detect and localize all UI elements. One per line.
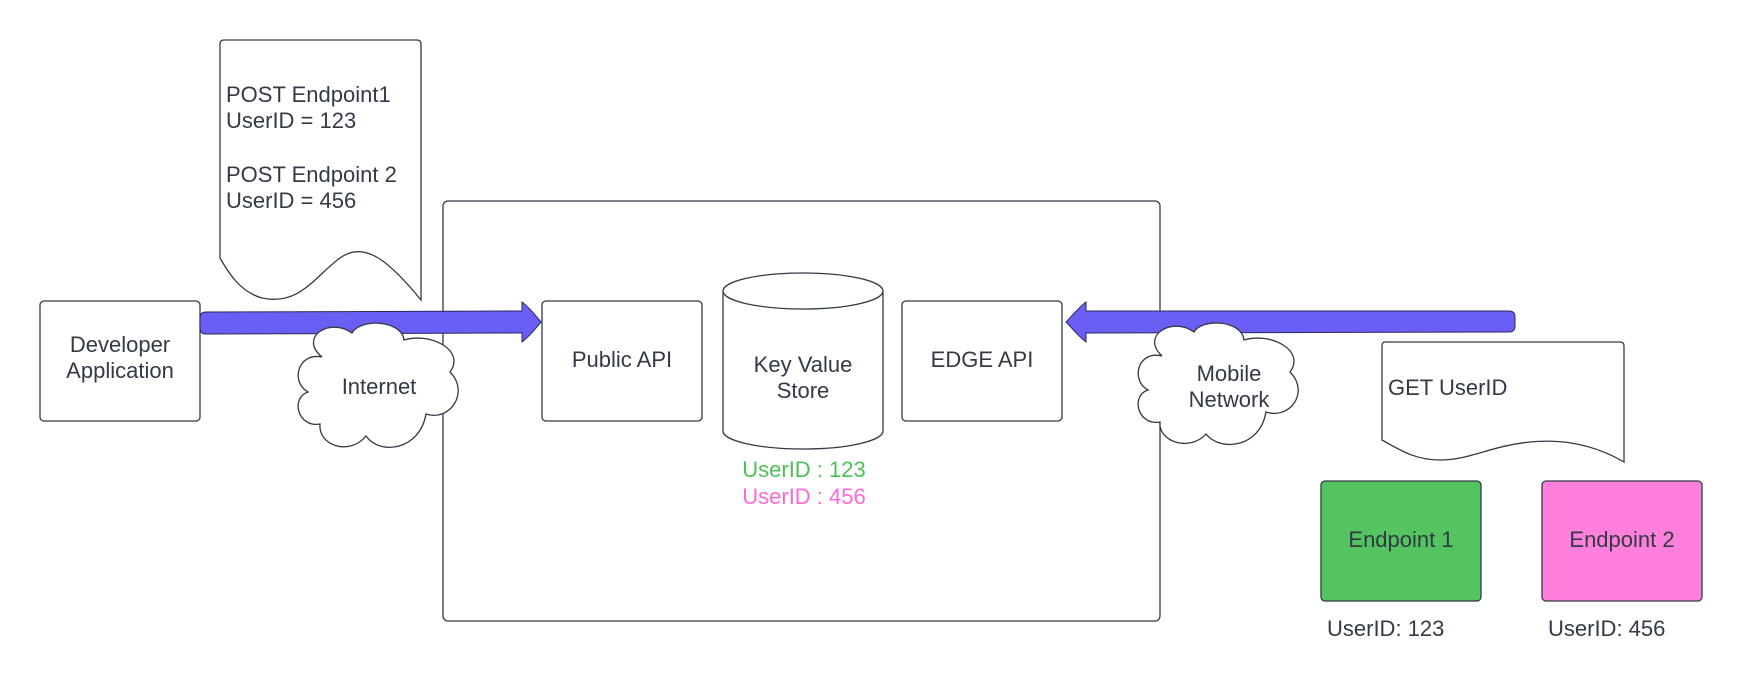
get-request-note: GET UserID [1381,341,1625,464]
edge-api-label: EDGE API [931,347,1034,372]
get-note-label: GET UserID [1388,375,1507,400]
mobile-network-line1: Mobile [1197,361,1262,386]
post-note-line3: POST Endpoint 2 [226,162,397,187]
developer-application-box: Developer Application [39,300,201,422]
kv-store-line1: Key Value [754,352,853,377]
post-note-line2: UserID = 123 [226,108,356,133]
arrow-to-public-api [199,300,542,344]
endpoint-1-caption: UserID: 123 [1327,616,1444,641]
developer-app-line2: Application [66,358,174,383]
post-note-line4: UserID = 456 [226,188,356,213]
post-note-line1: POST Endpoint1 [226,82,391,107]
developer-app-line1: Developer [70,332,170,357]
internet-label: Internet [342,374,417,399]
endpoint-2-caption: UserID: 456 [1548,616,1665,641]
endpoint-1-box: Endpoint 1 [1320,480,1482,602]
kv-entry-1: UserID : 123 [742,457,866,482]
endpoint-2-box: Endpoint 2 [1541,480,1703,602]
mobile-network-line2: Network [1189,387,1271,412]
public-api-label: Public API [572,347,672,372]
mobile-network-cloud: Mobile Network [1137,322,1299,446]
post-request-note: POST Endpoint1 UserID = 123 POST Endpoin… [219,39,422,302]
internet-cloud: Internet [297,322,459,448]
key-value-store-cylinder: Key Value Store [722,272,884,450]
endpoint-2-label: Endpoint 2 [1569,527,1674,552]
public-api-box: Public API [541,300,703,422]
kv-store-line2: Store [777,378,830,403]
edge-api-box: EDGE API [901,300,1063,422]
endpoint-1-label: Endpoint 1 [1348,527,1453,552]
kv-entry-2: UserID : 456 [742,484,866,509]
